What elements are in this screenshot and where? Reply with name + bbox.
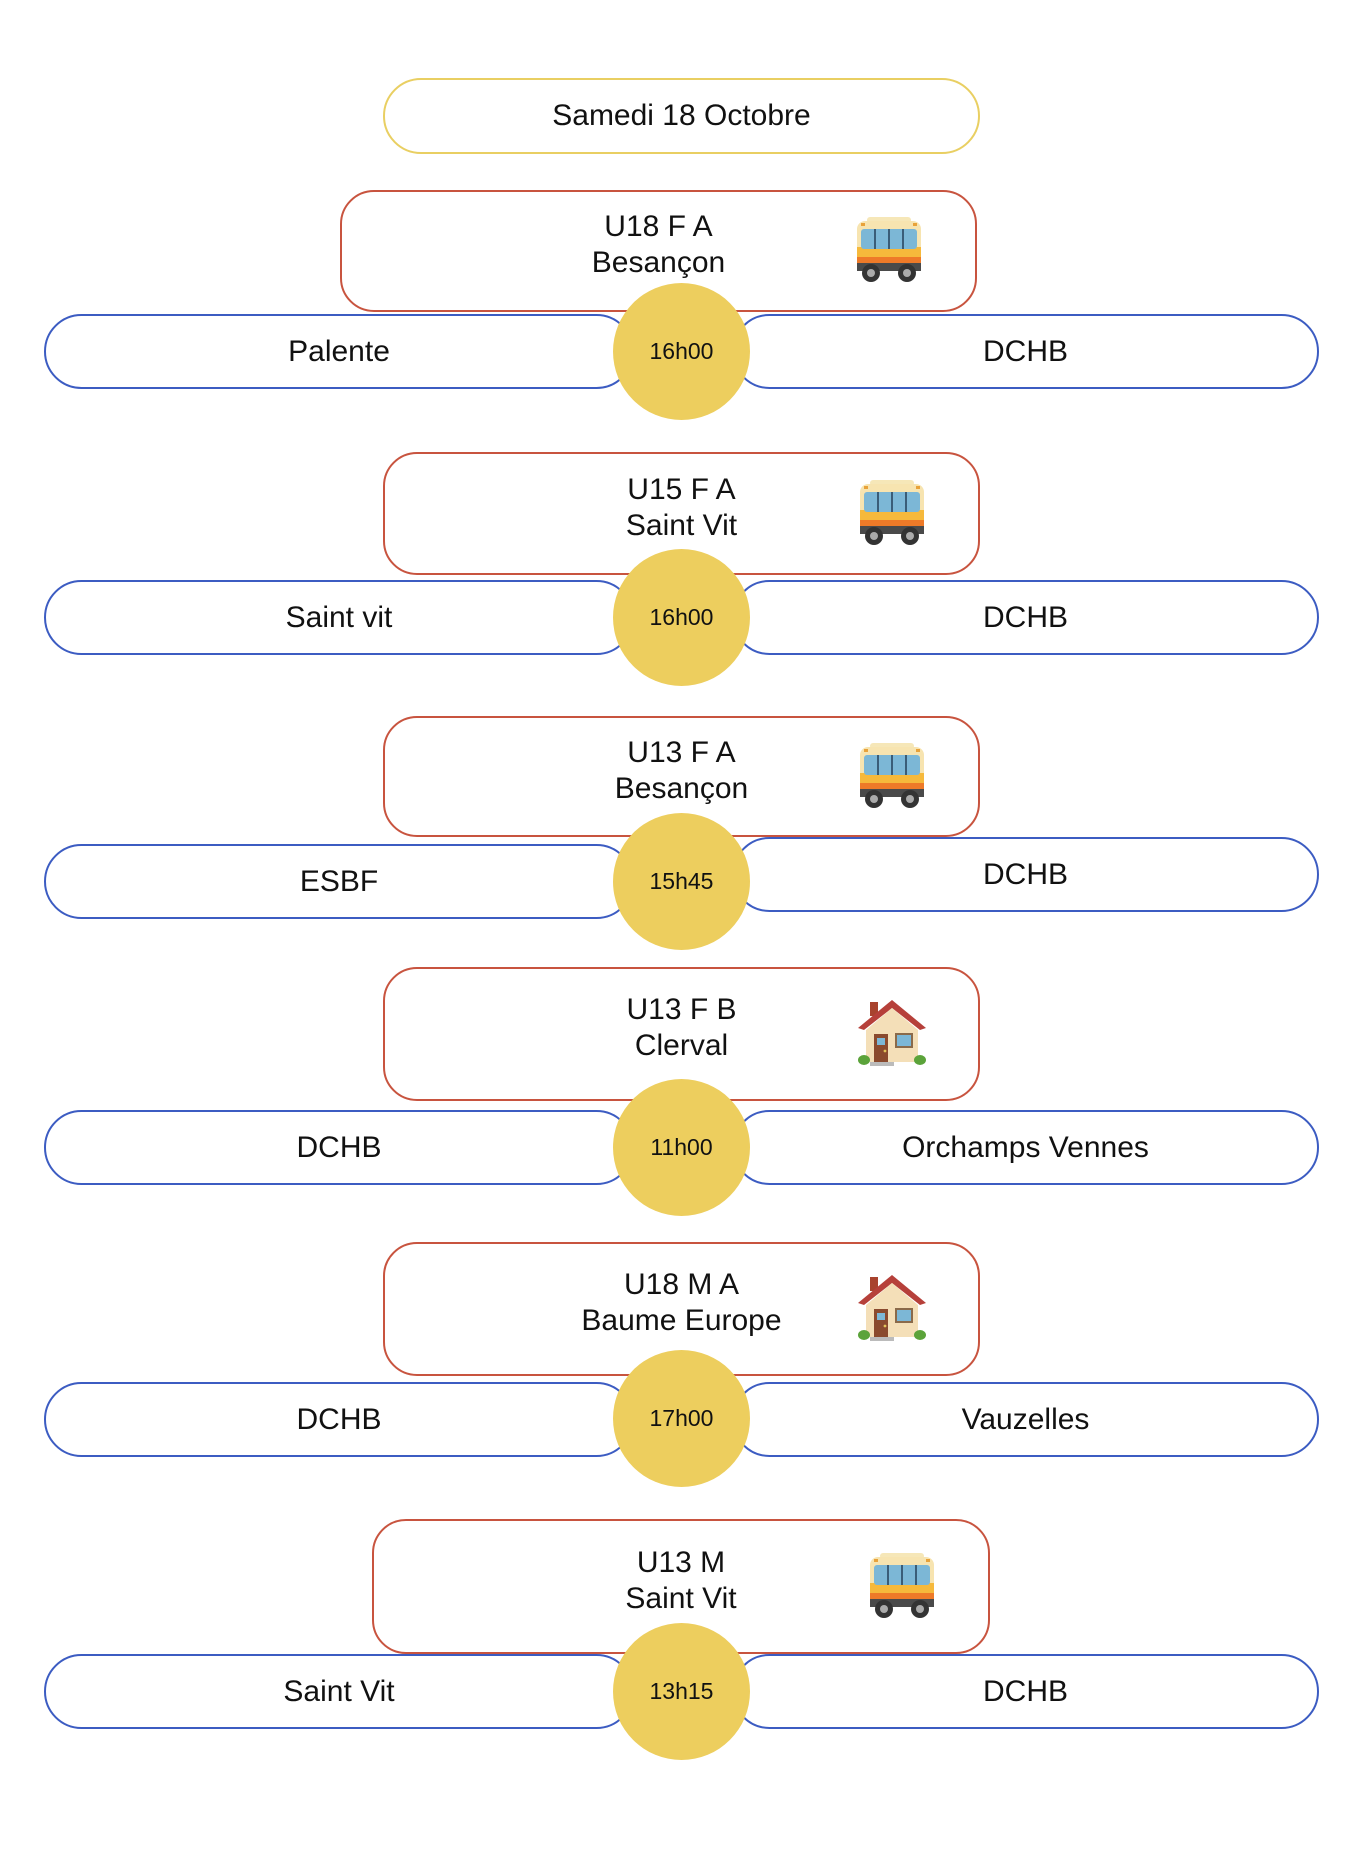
team-name: U15 F A <box>627 472 736 506</box>
away-team-pill: DCHB <box>732 580 1319 655</box>
home-team-pill: Saint vit <box>44 580 634 655</box>
match-time-badge: 16h00 <box>613 549 750 686</box>
match-time: 17h00 <box>649 1405 714 1431</box>
home-team: ESBF <box>299 864 379 898</box>
venue-name: Saint Vit <box>625 508 738 542</box>
home-team: DCHB <box>296 1130 382 1164</box>
match-time-badge: 16h00 <box>613 283 750 420</box>
match-time: 15h45 <box>649 868 714 894</box>
away-team-pill: DCHB <box>732 837 1319 912</box>
away-team: DCHB <box>982 334 1068 368</box>
away-team-pill: Orchamps Vennes <box>732 1110 1319 1185</box>
bus-icon <box>851 213 927 289</box>
venue-name: Baume Europe <box>581 1304 782 1338</box>
match-time: 16h00 <box>649 604 714 630</box>
team-info: U13 M Saint Vit <box>374 1545 988 1617</box>
match-time-badge: 17h00 <box>613 1350 750 1487</box>
date-label: Samedi 18 Octobre <box>552 99 811 132</box>
team-name: U13 M <box>636 1545 726 1579</box>
away-team: DCHB <box>982 1674 1068 1708</box>
team-info: U13 F B Clerval <box>385 992 978 1064</box>
home-team: Saint Vit <box>283 1674 395 1708</box>
bus-icon <box>854 739 930 815</box>
home-team: Saint vit <box>285 600 393 634</box>
match-time-badge: 11h00 <box>613 1079 750 1216</box>
home-team: DCHB <box>296 1402 382 1436</box>
team-name: U18 F A <box>604 210 713 244</box>
home-team-pill: DCHB <box>44 1110 634 1185</box>
date-header: Samedi 18 Octobre <box>383 78 980 154</box>
home-team-pill: Saint Vit <box>44 1654 634 1729</box>
home-team-pill: DCHB <box>44 1382 634 1457</box>
venue-name: Saint Vit <box>625 1581 737 1615</box>
house-icon <box>854 996 930 1072</box>
home-team: Palente <box>288 334 390 368</box>
team-name: U18 M A <box>623 1268 740 1302</box>
match-time-badge: 13h15 <box>613 1623 750 1760</box>
away-team-pill: DCHB <box>732 1654 1319 1729</box>
away-team: Vauzelles <box>961 1402 1090 1436</box>
match-time: 11h00 <box>650 1134 713 1160</box>
away-team: DCHB <box>982 857 1068 891</box>
team-info: U18 F A Besançon <box>342 209 975 281</box>
house-icon <box>854 1271 930 1347</box>
bus-icon <box>854 476 930 552</box>
team-card: U13 F B Clerval <box>383 967 980 1101</box>
home-team-pill: Palente <box>44 314 634 389</box>
match-time: 13h15 <box>649 1678 714 1704</box>
bus-icon <box>864 1549 940 1625</box>
match-time-badge: 15h45 <box>613 813 750 950</box>
team-name: U13 F A <box>627 735 736 769</box>
away-team: Orchamps Vennes <box>902 1130 1149 1164</box>
venue-name: Besançon <box>614 771 749 805</box>
away-team-pill: Vauzelles <box>732 1382 1319 1457</box>
team-info: U18 M A Baume Europe <box>385 1267 978 1339</box>
away-team: DCHB <box>982 600 1068 634</box>
home-team-pill: ESBF <box>44 844 634 919</box>
team-info: U15 F A Saint Vit <box>385 472 978 544</box>
match-time: 16h00 <box>649 338 714 364</box>
team-name: U13 F B <box>626 993 737 1027</box>
team-info: U13 F A Besançon <box>385 735 978 807</box>
venue-name: Besançon <box>591 246 726 280</box>
venue-name: Clerval <box>634 1029 729 1063</box>
away-team-pill: DCHB <box>732 314 1319 389</box>
